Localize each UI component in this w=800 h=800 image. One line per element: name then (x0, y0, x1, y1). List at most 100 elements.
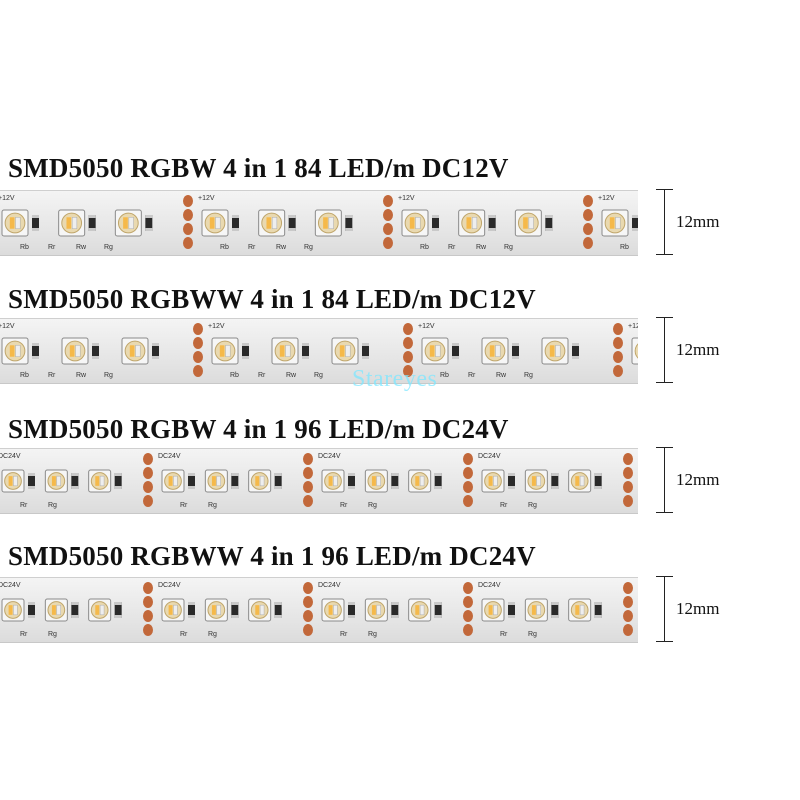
led-strip-2: +12VRbRrRwRg+12VRbRrRwRg+12VRbRrRwRg+12V… (0, 318, 638, 384)
width-dimension-4: 12mm (640, 574, 800, 644)
resistor (242, 343, 249, 359)
solder-pad (613, 351, 623, 363)
solder-pad (623, 481, 633, 493)
resistor (274, 602, 282, 618)
resistor-label: Rr (258, 372, 266, 379)
resistor (545, 215, 553, 231)
resistor-label: Rb (440, 372, 449, 379)
solder-pad (143, 467, 153, 479)
width-label-4: 12mm (676, 599, 720, 618)
solder-pad (303, 624, 313, 636)
solder-pad (613, 323, 623, 335)
resistor-label: Rw (76, 372, 87, 379)
solder-pad (463, 624, 473, 636)
resistor (232, 215, 239, 231)
resistor (114, 602, 122, 618)
solder-pad (383, 209, 393, 221)
resistor-label: Rw (276, 244, 287, 251)
solder-pad (143, 610, 153, 622)
resistor (594, 602, 602, 618)
solder-pad (463, 596, 473, 608)
solder-pad (623, 467, 633, 479)
resistor (348, 473, 355, 489)
solder-pad (623, 624, 633, 636)
resistor-label: Rr (48, 244, 56, 251)
resistor-label: Rg (208, 502, 217, 509)
resistor-label: Rg (48, 631, 57, 638)
solder-pad (403, 337, 413, 349)
resistor (391, 473, 399, 489)
solder-pad (463, 582, 473, 594)
width-label-2: 12mm (676, 340, 720, 359)
solder-pad (183, 237, 193, 249)
resistor (302, 343, 309, 359)
voltage-label: DC24V (318, 582, 341, 589)
watermark: Stareyes (352, 366, 438, 392)
voltage-label: +12V (398, 195, 415, 202)
resistor-label: Rg (48, 502, 57, 509)
resistor (32, 343, 39, 359)
solder-pad (143, 495, 153, 507)
voltage-label: +12V (0, 195, 15, 202)
resistor-label: Rb (20, 372, 29, 379)
resistor (391, 602, 399, 618)
solder-pad (463, 495, 473, 507)
resistor (551, 602, 559, 618)
solder-pad (193, 351, 203, 363)
resistor (231, 473, 239, 489)
resistor-label: Rr (20, 631, 28, 638)
resistor (551, 473, 559, 489)
resistor (488, 215, 496, 231)
resistor (114, 473, 122, 489)
solder-pad (183, 195, 193, 207)
led-strip-1: +12VRbRrRwRg+12VRbRrRwRg+12VRbRrRwRg+12V… (0, 190, 638, 256)
resistor-label: Rr (340, 631, 348, 638)
resistor (28, 473, 35, 489)
solder-pad (463, 453, 473, 465)
resistor-label: Rw (496, 372, 507, 379)
resistor (572, 343, 579, 359)
resistor-label: Rg (314, 372, 323, 379)
resistor (345, 215, 353, 231)
solder-pad (623, 596, 633, 608)
resistor (362, 343, 369, 359)
resistor-label: Rr (180, 502, 188, 509)
resistor-label: Rg (104, 244, 113, 251)
resistor (274, 473, 282, 489)
voltage-label: DC24V (0, 582, 21, 589)
resistor-label: Rr (500, 502, 508, 509)
solder-pad (303, 467, 313, 479)
resistor (434, 473, 442, 489)
resistor (92, 343, 99, 359)
voltage-label: +12V (0, 323, 15, 330)
width-dimension-2: 12mm (640, 315, 800, 385)
resistor (152, 343, 159, 359)
resistor-label: Rw (476, 244, 487, 251)
resistor-label: Rg (528, 502, 537, 509)
voltage-label: DC24V (318, 453, 341, 460)
resistor (188, 473, 195, 489)
resistor-label: Rr (248, 244, 256, 251)
product-title-1: SMD5050 RGBW 4 in 1 84 LED/m DC12V (8, 153, 509, 183)
solder-pad (193, 323, 203, 335)
solder-pad (303, 610, 313, 622)
width-label-3: 12mm (676, 470, 720, 489)
voltage-label: +12V (208, 323, 225, 330)
resistor-label: Rr (448, 244, 456, 251)
voltage-label: +12V (598, 195, 615, 202)
resistor (508, 602, 515, 618)
solder-pad (583, 223, 593, 235)
width-dimension-3: 12mm (640, 445, 800, 515)
solder-pad (193, 365, 203, 377)
solder-pad (583, 209, 593, 221)
solder-pad (403, 323, 413, 335)
solder-pad (403, 351, 413, 363)
voltage-label: DC24V (158, 582, 181, 589)
resistor (32, 215, 39, 231)
solder-pad (143, 624, 153, 636)
solder-pad (403, 365, 413, 377)
resistor (88, 215, 96, 231)
resistor (71, 473, 79, 489)
resistor-label: Rr (340, 502, 348, 509)
resistor-label: Rg (368, 502, 377, 509)
